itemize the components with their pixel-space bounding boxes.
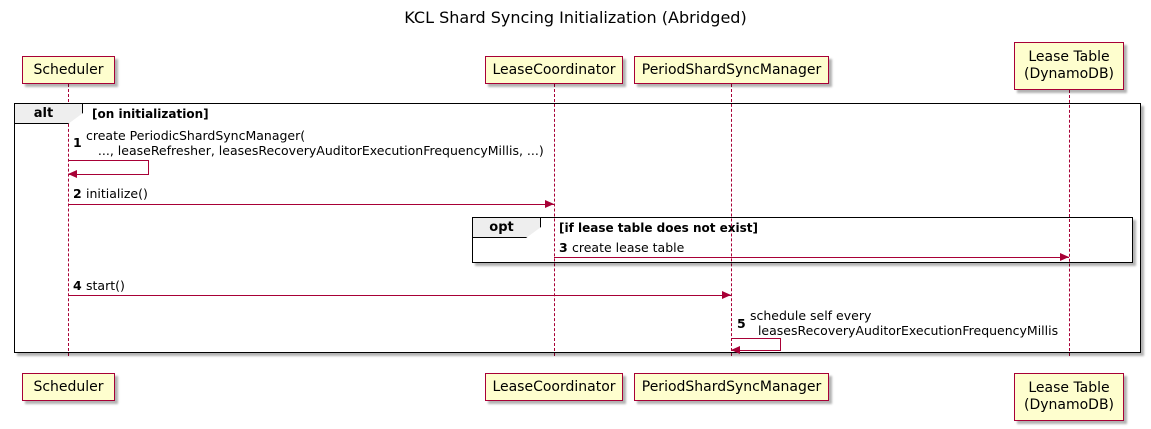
lifeline-lease-table: [1069, 90, 1070, 356]
participant-label: Scheduler: [33, 378, 104, 395]
lifeline-period-shard-sync-manager: [731, 84, 732, 356]
message-5-arrowhead: [731, 346, 740, 354]
message-3-line: [554, 257, 1069, 258]
participant-lease-coordinator-top[interactable]: LeaseCoordinator: [485, 56, 623, 84]
message-4-label: start(): [86, 278, 125, 293]
participant-period-shard-sync-manager-top[interactable]: PeriodShardSyncManager: [634, 56, 829, 84]
message-3-label: create lease table: [572, 240, 685, 255]
message-2-line: [68, 204, 554, 205]
message-3-arrowhead: [1060, 253, 1069, 261]
participant-scheduler-top[interactable]: Scheduler: [22, 56, 115, 84]
fragment-opt-tab: opt: [473, 218, 541, 238]
participant-label: Lease Table (DynamoDB): [1023, 380, 1115, 413]
participant-label: Scheduler: [33, 61, 104, 78]
message-5-self-loop: [731, 338, 781, 351]
participant-label: LeaseCoordinator: [492, 61, 616, 78]
message-2-seq: 2: [73, 186, 82, 201]
participant-period-shard-sync-manager-bottom[interactable]: PeriodShardSyncManager: [634, 373, 829, 401]
fragment-alt-condition: [on initialization]: [92, 107, 209, 121]
fragment-alt-tab: alt: [15, 104, 83, 124]
participant-lease-table-top[interactable]: Lease Table (DynamoDB): [1014, 42, 1124, 90]
lifeline-scheduler: [68, 84, 69, 356]
participant-label: LeaseCoordinator: [492, 378, 616, 395]
fragment-opt-condition: [if lease table does not exist]: [559, 221, 759, 235]
message-1-label: create PeriodicShardSyncManager( ..., le…: [86, 128, 544, 158]
participant-lease-table-bottom[interactable]: Lease Table (DynamoDB): [1014, 373, 1124, 421]
participant-lease-coordinator-bottom[interactable]: LeaseCoordinator: [485, 373, 623, 401]
message-4-arrowhead: [722, 291, 731, 299]
message-2-label: initialize(): [86, 186, 148, 201]
participant-scheduler-bottom[interactable]: Scheduler: [22, 373, 115, 401]
lifeline-lease-coordinator: [554, 84, 555, 356]
message-5-seq: 5: [737, 316, 746, 331]
participant-label: PeriodShardSyncManager: [641, 378, 822, 395]
fragment-opt-type: opt: [489, 220, 514, 235]
message-2-arrowhead: [545, 200, 554, 208]
message-1-seq: 1: [73, 135, 82, 150]
message-1-arrowhead: [68, 170, 77, 178]
message-1-self-loop: [68, 160, 149, 175]
fragment-opt: opt: [472, 217, 1133, 263]
participant-label: Lease Table (DynamoDB): [1023, 49, 1115, 82]
message-4-line: [68, 295, 731, 296]
participant-label: PeriodShardSyncManager: [641, 61, 822, 78]
fragment-alt: alt: [14, 103, 1141, 353]
message-4-seq: 4: [73, 278, 82, 293]
message-5-label: schedule self every leasesRecoveryAudito…: [750, 308, 1059, 338]
fragment-alt-type: alt: [33, 106, 54, 121]
message-3-seq: 3: [559, 240, 568, 255]
page-title: KCL Shard Syncing Initialization (Abridg…: [404, 8, 747, 27]
